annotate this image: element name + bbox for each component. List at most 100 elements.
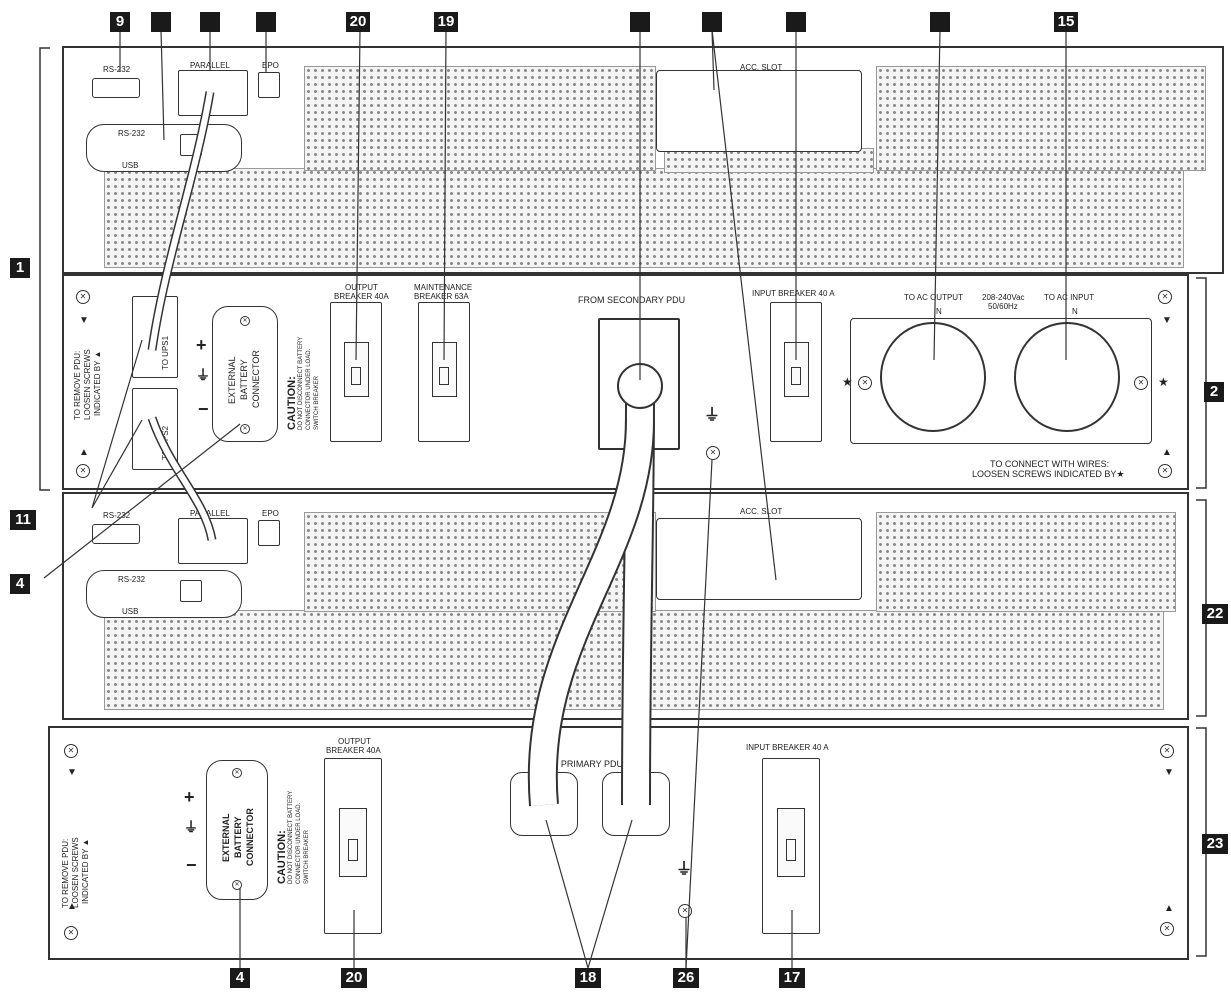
- bottom-acc-slot[interactable]: [656, 518, 862, 600]
- bottom-usb-port[interactable]: [180, 580, 202, 602]
- to-primary-pdu-label: TO PRIMARY PDU: [546, 759, 624, 769]
- secondary-screw-bottom-right[interactable]: [1160, 922, 1174, 936]
- callout-4-left: 4: [10, 574, 30, 594]
- callout-blank-4: [630, 12, 650, 32]
- top-ups-panel: [62, 46, 1224, 274]
- bottom-parallel-port[interactable]: [178, 518, 248, 564]
- secondary-ground-screw[interactable]: [678, 904, 692, 918]
- callout-1: 1: [10, 258, 30, 278]
- to-ups1-label: TO UPS1: [161, 335, 170, 370]
- secondary-screw-bottom-left[interactable]: [64, 926, 78, 940]
- primary-input-breaker-label: INPUT BREAKER 40 A: [752, 289, 835, 298]
- secondary-caution-title: CAUTION:: [276, 830, 288, 884]
- secondary-input-breaker[interactable]: [762, 758, 820, 934]
- secondary-screw-top-right[interactable]: [1160, 744, 1174, 758]
- secondary-ext-batt-3: CONNECTOR: [245, 808, 255, 866]
- ac-block-screw-left[interactable]: [858, 376, 872, 390]
- primary-ground-symbol: ⏚: [704, 407, 721, 424]
- callout-blank-1: [151, 12, 171, 32]
- callout-blank-3: [256, 12, 276, 32]
- primary-screw-bottom-right[interactable]: [1158, 464, 1172, 478]
- callout-blank-5: [702, 12, 722, 32]
- voltage-label-2: 50/60Hz: [988, 302, 1018, 311]
- secondary-batt-screw-top[interactable]: [232, 768, 242, 778]
- callout-19: 19: [434, 12, 458, 32]
- primary-screw-top-right[interactable]: [1158, 290, 1172, 304]
- secondary-remove-arrow-top: ▼: [67, 767, 77, 778]
- primary-remove-arrow-right-bottom: ▲: [1162, 447, 1172, 458]
- to-ups1-connector[interactable]: [132, 296, 178, 378]
- to-ups2-label: TO UPS2: [161, 425, 170, 460]
- callout-20-bottom: 20: [341, 968, 367, 988]
- secondary-screw-top-left[interactable]: [64, 744, 78, 758]
- bracket-1: [39, 47, 50, 491]
- callout-11: 11: [10, 510, 36, 530]
- primary-remove-arrow-right-top: ▼: [1162, 315, 1172, 326]
- primary-caution-body-3: SWITCH BREAKER: [314, 375, 320, 430]
- top-acc-slot[interactable]: [656, 70, 862, 152]
- primary-batt-screw-top[interactable]: [240, 316, 250, 326]
- callout-15: 15: [1054, 12, 1078, 32]
- maintenance-breaker-label-1: MAINTENANCE: [414, 283, 473, 292]
- maintenance-breaker-label-2: BREAKER 63A: [414, 292, 469, 301]
- ac-output-n-label: N: [936, 307, 942, 316]
- primary-remove-note-2: LOOSEN SCREWS: [83, 349, 92, 420]
- primary-input-breaker[interactable]: [770, 302, 822, 442]
- bottom-acc-slot-label: ACC. SLOT: [740, 507, 783, 516]
- secondary-output-breaker-label-1: OUTPUT: [338, 737, 371, 746]
- ac-input-terminal[interactable]: [1014, 322, 1120, 432]
- to-ac-output-label: TO AC OUTPUT: [904, 293, 963, 302]
- top-usb-plate: [86, 124, 242, 172]
- ac-block-screw-right[interactable]: [1134, 376, 1148, 390]
- bottom-ups-vent-upper: [304, 512, 656, 612]
- secondary-input-breaker-label: INPUT BREAKER 40 A: [746, 743, 829, 752]
- from-secondary-pdu-label: FROM SECONDARY PDU: [578, 295, 686, 305]
- callout-23: 23: [1202, 834, 1228, 854]
- secondary-output-breaker[interactable]: [324, 758, 382, 934]
- bottom-usb-plate: [86, 570, 242, 618]
- secondary-remove-arrow-bottom: ▲: [67, 901, 77, 912]
- primary-output-breaker[interactable]: [330, 302, 382, 442]
- top-rs232-small-label: RS-232: [118, 129, 146, 138]
- to-ups2-connector[interactable]: [132, 388, 178, 470]
- to-primary-pdu-port-right[interactable]: [602, 772, 670, 836]
- callout-blank-6: [786, 12, 806, 32]
- callout-9: 9: [110, 12, 130, 32]
- wire-note-1: TO CONNECT WITH WIRES:: [990, 459, 1110, 469]
- top-rs232-port[interactable]: [92, 78, 140, 98]
- primary-output-breaker-label-1: OUTPUT: [345, 283, 378, 292]
- primary-output-breaker-label-2: BREAKER 40A: [334, 292, 389, 301]
- secondary-batt-screw-bottom[interactable]: [232, 880, 242, 890]
- top-rs232-label: RS-232: [103, 65, 131, 74]
- bottom-rs232-port[interactable]: [92, 524, 140, 544]
- callout-17: 17: [779, 968, 805, 988]
- bottom-usb-label: USB: [122, 607, 139, 616]
- primary-screw-top-left[interactable]: [76, 290, 90, 304]
- top-epo-port[interactable]: [258, 72, 280, 98]
- primary-ext-batt-2: BATTERY: [239, 359, 249, 400]
- ac-output-terminal[interactable]: [880, 322, 986, 432]
- bottom-rs232-small-label: RS-232: [118, 575, 146, 584]
- primary-caution-title: CAUTION:: [286, 376, 298, 430]
- secondary-remove-arrow-right-top: ▼: [1164, 767, 1174, 778]
- top-ups-vent-upper: [304, 66, 656, 171]
- bottom-rs232-label: RS-232: [103, 511, 131, 520]
- primary-remove-note-1: TO REMOVE PDU:: [73, 350, 82, 420]
- primary-ground-screw[interactable]: [706, 446, 720, 460]
- to-primary-pdu-port-left[interactable]: [510, 772, 578, 836]
- maintenance-breaker[interactable]: [418, 302, 470, 442]
- top-parallel-port[interactable]: [178, 70, 248, 116]
- primary-ext-batt-1: EXTERNAL: [227, 356, 237, 404]
- top-usb-port[interactable]: [180, 134, 202, 156]
- secondary-external-battery-connector[interactable]: [206, 760, 268, 900]
- primary-screw-bottom-left[interactable]: [76, 464, 90, 478]
- wire-star-right: ★: [1158, 375, 1169, 389]
- bottom-epo-port[interactable]: [258, 520, 280, 546]
- primary-remove-arrow-bottom: ▲: [79, 447, 89, 458]
- from-secondary-pdu-connector[interactable]: [598, 318, 680, 450]
- secondary-remove-note-2: LOOSEN SCREWS: [71, 837, 80, 908]
- primary-batt-screw-bottom[interactable]: [240, 424, 250, 434]
- primary-external-battery-connector[interactable]: [212, 306, 278, 442]
- secondary-caution-body-2: CONNECTOR UNDER LOAD.: [296, 802, 302, 884]
